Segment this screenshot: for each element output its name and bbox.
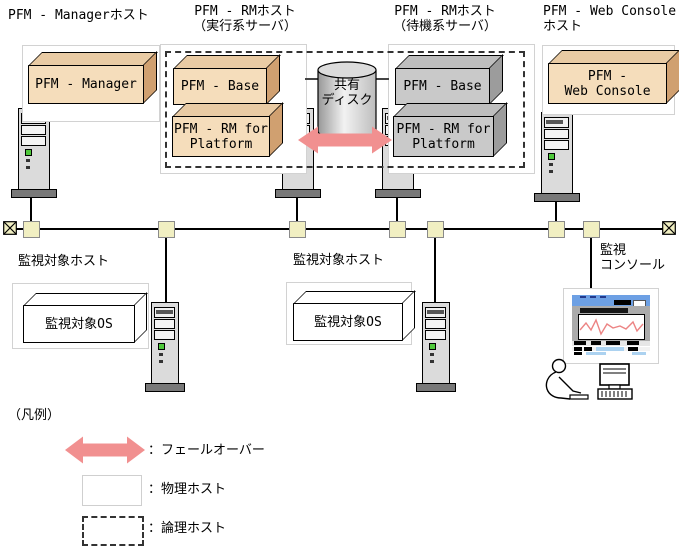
- product-box-pfm-manager: PFM - Manager: [28, 65, 144, 104]
- link-rm-active: [296, 196, 298, 223]
- product-box-monitored-os2: 監視対象OS: [293, 303, 403, 341]
- server-tower-monitored2: [416, 302, 456, 392]
- product-box-label: PFM - RM for: [396, 121, 491, 137]
- link-console: [590, 236, 592, 289]
- network-node-monitored2: [427, 221, 444, 238]
- operator-icon: [545, 358, 633, 400]
- product-box-pfm-webconsole: PFM - Web Console: [548, 63, 667, 104]
- monitor-console-box: [563, 288, 659, 364]
- host-label-monitored2: 監視対象ホスト: [293, 253, 385, 268]
- link-rm-standby: [396, 196, 398, 223]
- host-label-rm-standby: PFM - RMホスト （待機系サーバ）: [393, 4, 497, 34]
- product-box-label: 監視対象OS: [314, 314, 382, 330]
- legend-title: （凡例）: [8, 408, 61, 423]
- product-box-label: Web Console: [564, 83, 651, 99]
- label-monitor-console: 監視 コンソール: [600, 243, 666, 273]
- shared-disk-icon: [317, 61, 377, 140]
- network-node-console: [583, 221, 600, 238]
- host-label-monitored1: 監視対象ホスト: [18, 254, 110, 269]
- logical-host-box: [165, 51, 525, 168]
- host-label-webconsole: PFM - Web Console ホスト: [543, 4, 677, 34]
- legend-physical-label: ：物理ホスト: [148, 482, 227, 497]
- console-chart-panel: [578, 314, 645, 340]
- legend-logical-label: ：論理ホスト: [148, 521, 227, 536]
- power-led-icon: [25, 149, 32, 156]
- product-box-label: PFM - Base: [403, 79, 482, 94]
- failover-arrow-icon: [298, 126, 392, 154]
- keyboard-icon: [569, 394, 589, 400]
- product-box-pfm-base-active: PFM - Base: [173, 68, 267, 105]
- product-box-label: PFM -: [587, 68, 628, 84]
- host-label-rm-active: PFM - RMホスト （実行系サーバ）: [193, 4, 297, 34]
- legend-failover-label: ：フェールオーバー: [148, 443, 265, 458]
- legend-failover-arrow-icon: [65, 436, 145, 464]
- link-monitored2: [434, 236, 436, 303]
- network-node-rm-standby: [389, 221, 406, 238]
- legend-logical-host-icon: [82, 516, 144, 546]
- network-node-monitored1: [158, 221, 175, 238]
- product-box-monitored-os1: 監視対象OS: [23, 305, 135, 343]
- network-terminator-left-icon: [3, 221, 17, 235]
- tower-pedestal: [11, 189, 57, 198]
- network-node-rm-active: [289, 221, 306, 238]
- product-box-label: 監視対象OS: [45, 316, 113, 332]
- link-webconsole: [555, 196, 557, 223]
- network-terminator-right-icon: [662, 221, 676, 235]
- disk-connector-right: [374, 78, 389, 80]
- link-manager: [30, 196, 32, 223]
- monitor-console-screen: [572, 295, 650, 356]
- console-chart-line-icon: [579, 318, 644, 336]
- product-box-label: PFM - Base: [180, 79, 260, 94]
- product-box-label: PFM - Manager: [35, 77, 137, 92]
- product-box-label: PFM - RM for: [174, 121, 268, 137]
- network-node-webconsole: [548, 221, 565, 238]
- server-tower-webconsole: [534, 112, 580, 202]
- product-box-label: Platform: [412, 136, 475, 152]
- network-bus-line: [10, 228, 670, 230]
- legend-physical-host-icon: [82, 475, 142, 506]
- workstation-icon: [597, 363, 633, 400]
- shared-disk-label: 共有 ディスク: [321, 78, 373, 108]
- product-box-pfm-rm-standby: PFM - RM for Platform: [393, 116, 494, 157]
- product-box-label: Platform: [189, 136, 253, 152]
- product-box-pfm-rm-active: PFM - RM for Platform: [172, 116, 270, 157]
- network-node-manager: [23, 221, 40, 238]
- server-tower-monitored1: [145, 302, 185, 392]
- host-label-manager: PFM - Managerホスト: [8, 8, 149, 23]
- disk-connector-left: [305, 78, 319, 80]
- link-monitored1: [165, 236, 167, 303]
- product-box-pfm-base-standby: PFM - Base: [395, 68, 490, 105]
